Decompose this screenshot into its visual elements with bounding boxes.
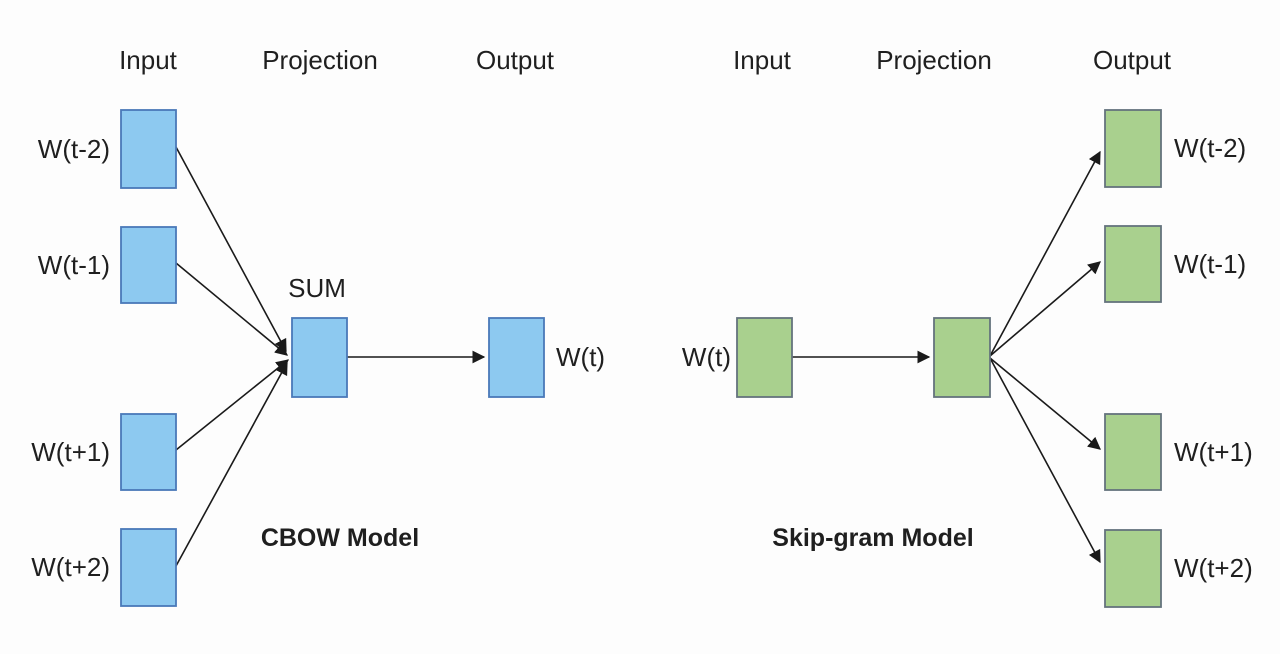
skipgram-input-box-wt xyxy=(736,317,793,398)
skipgram-output-box-wt-minus2 xyxy=(1104,109,1162,188)
cbow-input-box-wt-plus2 xyxy=(120,528,177,607)
cbow-input-label-wt-minus1: W(t-1) xyxy=(38,250,110,280)
cbow-edge-wt-plus1-to-projection xyxy=(175,359,289,451)
cbow-input-box-wt-minus2 xyxy=(120,109,177,189)
skipgram-diagram: Input Projection Output W(t) W(t-2) W(t-… xyxy=(682,45,1253,608)
cbow-input-label-wt-plus2: W(t+2) xyxy=(31,552,110,582)
skipgram-output-label-wt-plus1: W(t+1) xyxy=(1174,437,1253,467)
skipgram-output-box-wt-plus1 xyxy=(1104,413,1162,491)
cbow-output-box-wt xyxy=(488,317,545,398)
cbow-input-box-wt-plus1 xyxy=(120,413,177,491)
cbow-header-projection: Projection xyxy=(262,45,378,75)
skipgram-edge-projection-to-wt-minus2 xyxy=(989,150,1101,357)
skipgram-edge-projection-to-wt-minus1 xyxy=(989,261,1101,357)
skipgram-header-output: Output xyxy=(1093,45,1172,75)
skipgram-input-label-wt: W(t) xyxy=(682,342,731,372)
cbow-edge-wt-plus2-to-projection xyxy=(175,361,288,567)
skipgram-output-box-wt-minus1 xyxy=(1104,225,1162,303)
cbow-input-label-wt-minus2: W(t-2) xyxy=(38,134,110,164)
cbow-input-label-wt-plus1: W(t+1) xyxy=(31,437,110,467)
cbow-title: CBOW Model xyxy=(261,524,419,552)
skipgram-header-projection: Projection xyxy=(876,45,992,75)
cbow-input-box-wt-minus1 xyxy=(120,226,177,304)
skipgram-edge-projection-to-wt-plus1 xyxy=(989,357,1101,450)
skipgram-output-label-wt-plus2: W(t+2) xyxy=(1174,553,1253,583)
cbow-projection-box xyxy=(291,317,348,398)
cbow-edge-wt-minus1-to-projection xyxy=(175,262,288,356)
skipgram-header-input: Input xyxy=(733,45,792,75)
cbow-header-output: Output xyxy=(476,45,555,75)
cbow-sum-label: SUM xyxy=(288,273,346,303)
skipgram-title: Skip-gram Model xyxy=(772,524,973,552)
skipgram-output-label-wt-minus2: W(t-2) xyxy=(1174,133,1246,163)
cbow-diagram: Input Projection Output W(t-2) W(t-1) W(… xyxy=(31,45,605,607)
skipgram-output-label-wt-minus1: W(t-1) xyxy=(1174,249,1246,279)
cbow-edge-wt-minus2-to-projection xyxy=(175,146,287,353)
skipgram-edge-projection-to-wt-plus2 xyxy=(989,357,1101,564)
skipgram-output-box-wt-plus2 xyxy=(1104,529,1162,608)
cbow-output-label-wt: W(t) xyxy=(556,342,605,372)
cbow-header-input: Input xyxy=(119,45,178,75)
skipgram-projection-box xyxy=(933,317,991,398)
